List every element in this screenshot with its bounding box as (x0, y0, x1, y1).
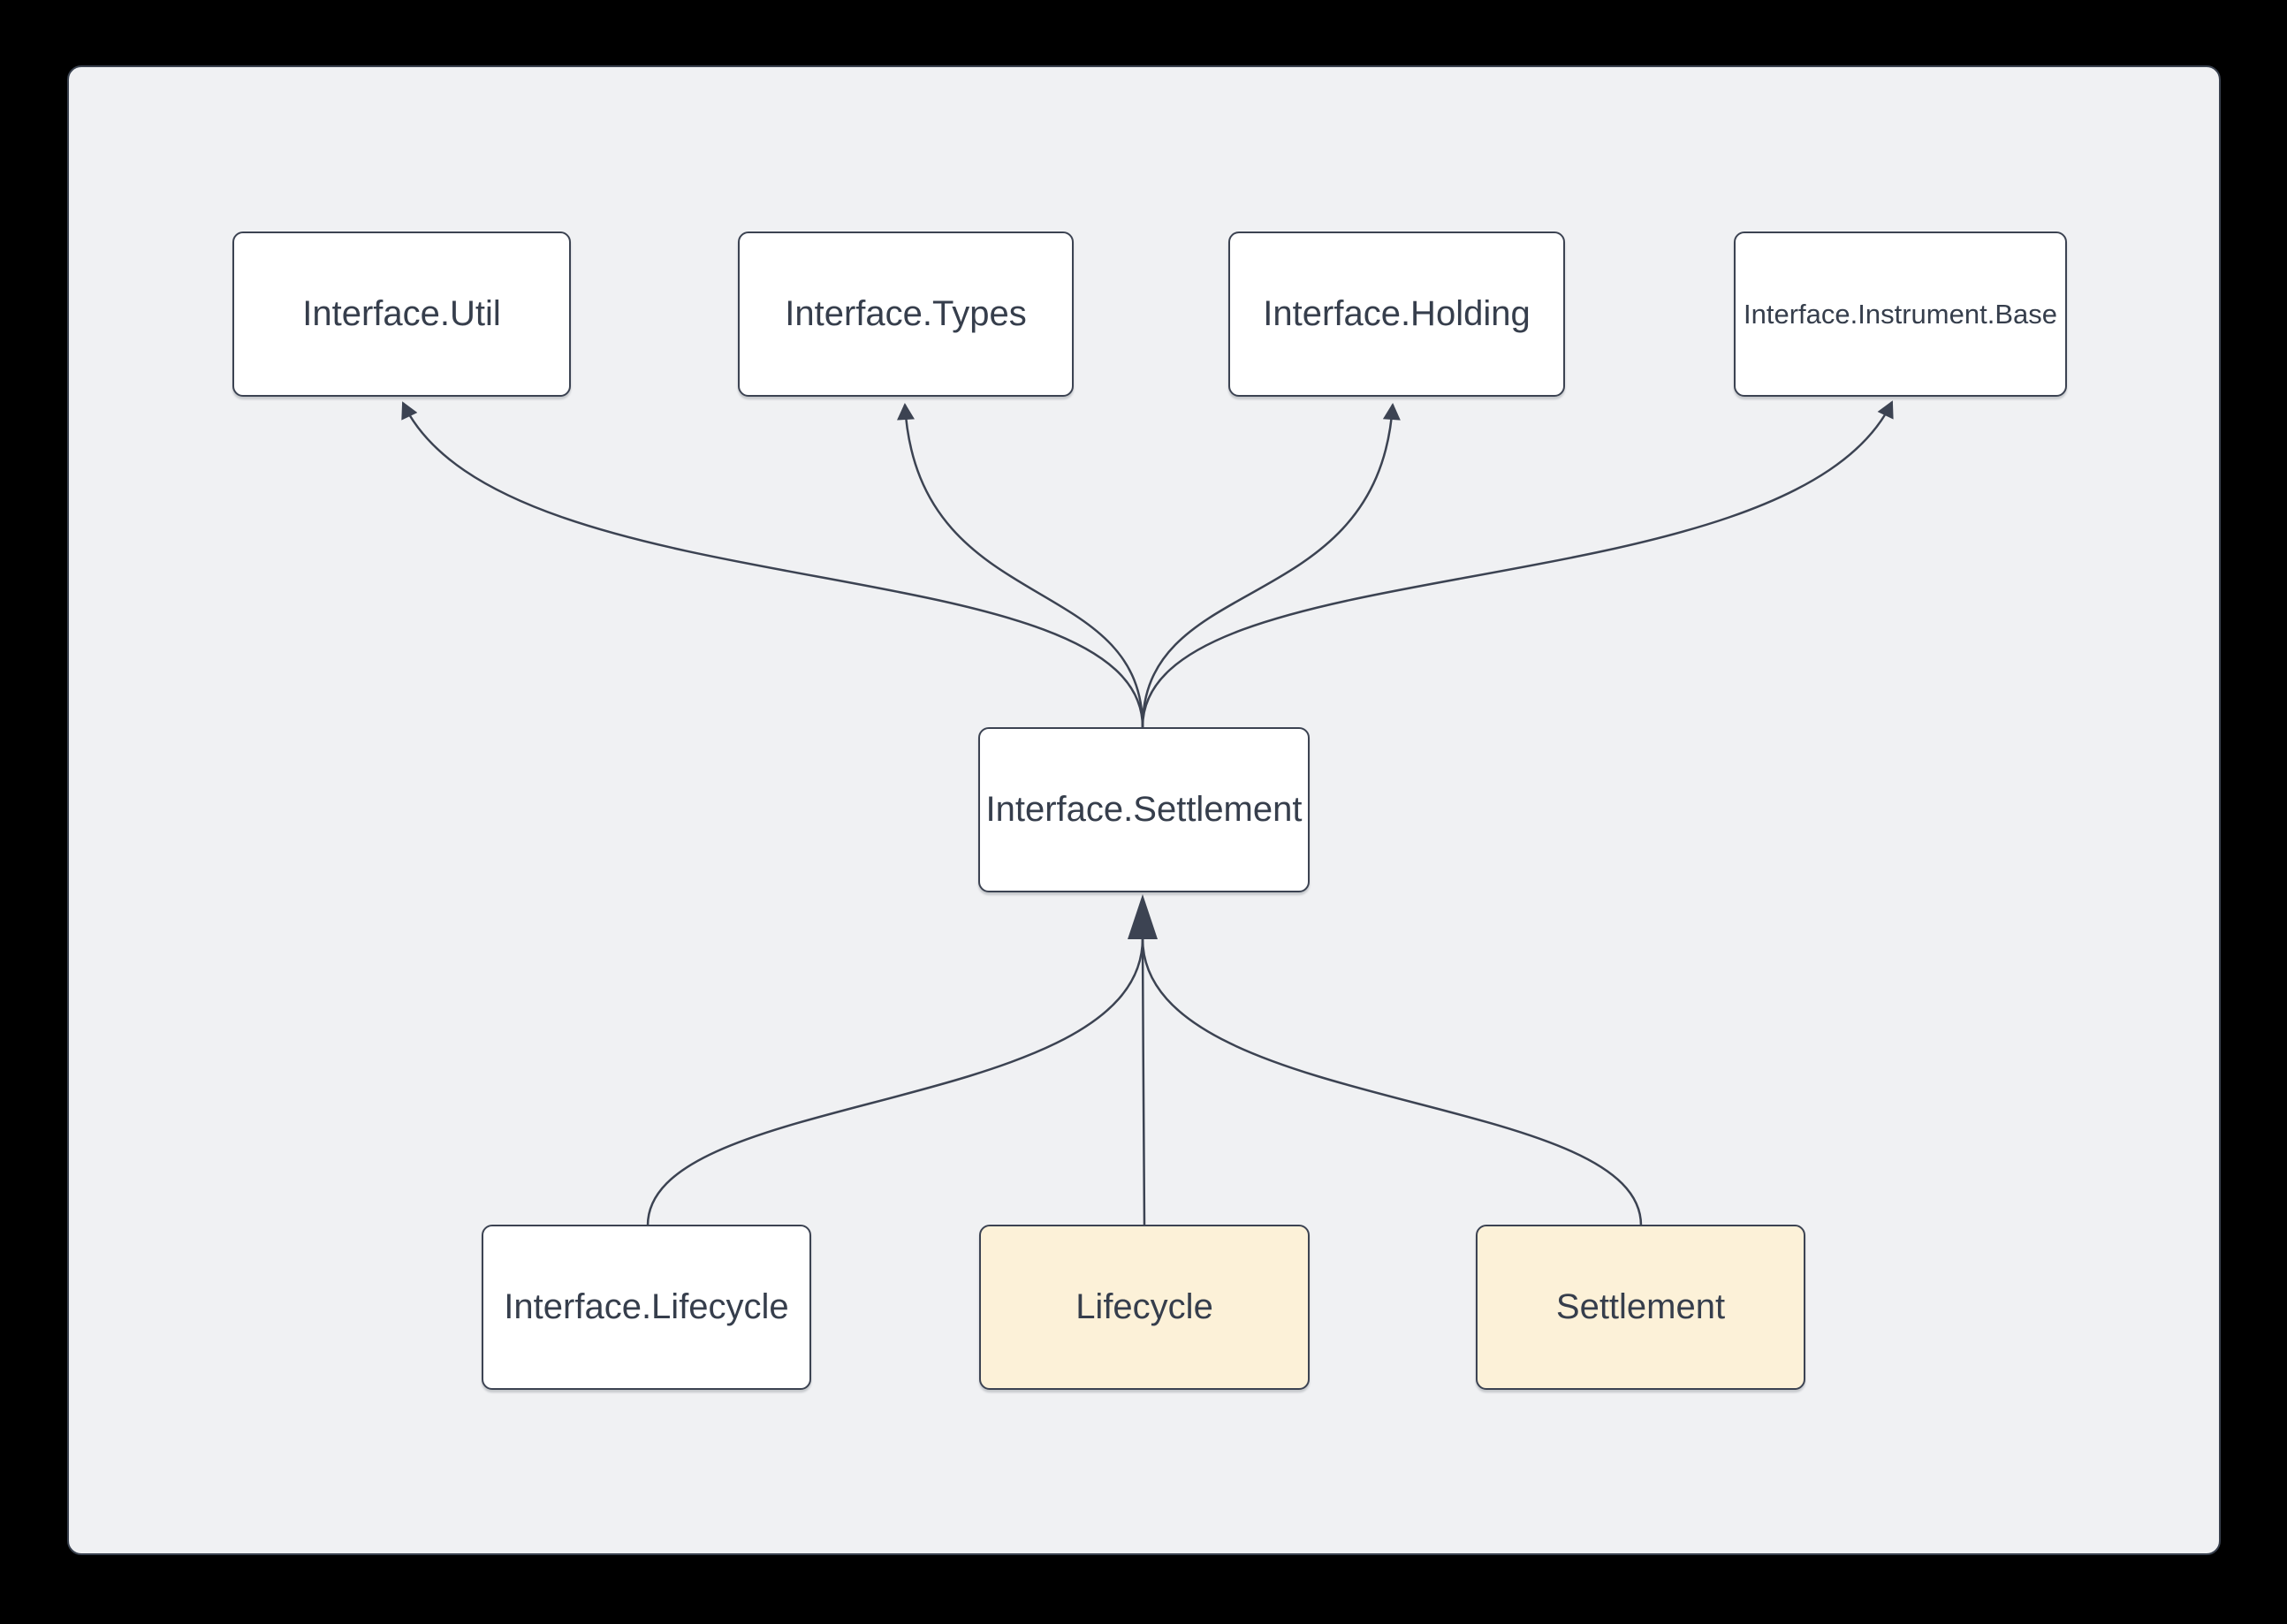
edge-settlement-to-interface-settlement (1141, 937, 1643, 1226)
edge-interface-settlement-to-interface-util (401, 401, 1144, 728)
node-label: Lifecycle (1075, 1287, 1213, 1326)
node-label: Interface.Lifecycle (504, 1287, 789, 1326)
edge-interface-lifecycle-to-interface-settlement (646, 937, 1144, 1226)
merged-arrowhead-icon (1128, 894, 1158, 939)
node-label: Interface.Util (302, 294, 501, 333)
edge-lifecycle-to-interface-settlement (1141, 937, 1146, 1226)
node-settlement[interactable]: Settlement (1476, 1225, 1805, 1390)
node-lifecycle[interactable]: Lifecycle (979, 1225, 1310, 1390)
node-label: Interface.Holding (1263, 294, 1531, 333)
node-label: Interface.Instrument.Base (1744, 298, 2057, 330)
node-interface-settlement[interactable]: Interface.Settlement (978, 727, 1310, 892)
edge-interface-settlement-to-interface-holding (1141, 403, 1401, 728)
node-interface-lifecycle[interactable]: Interface.Lifecycle (482, 1225, 811, 1390)
node-interface-holding[interactable]: Interface.Holding (1228, 231, 1565, 397)
node-label: Interface.Types (785, 294, 1027, 333)
node-label: Settlement (1555, 1287, 1726, 1326)
node-interface-types[interactable]: Interface.Types (738, 231, 1074, 397)
node-interface-util[interactable]: Interface.Util (232, 231, 571, 397)
node-interface-instrument-base[interactable]: Interface.Instrument.Base (1734, 231, 2067, 397)
edge-interface-settlement-to-interface-instrument-base (1141, 400, 1894, 728)
node-label: Interface.Settlement (985, 790, 1303, 829)
edge-interface-settlement-to-interface-types (897, 403, 1144, 728)
